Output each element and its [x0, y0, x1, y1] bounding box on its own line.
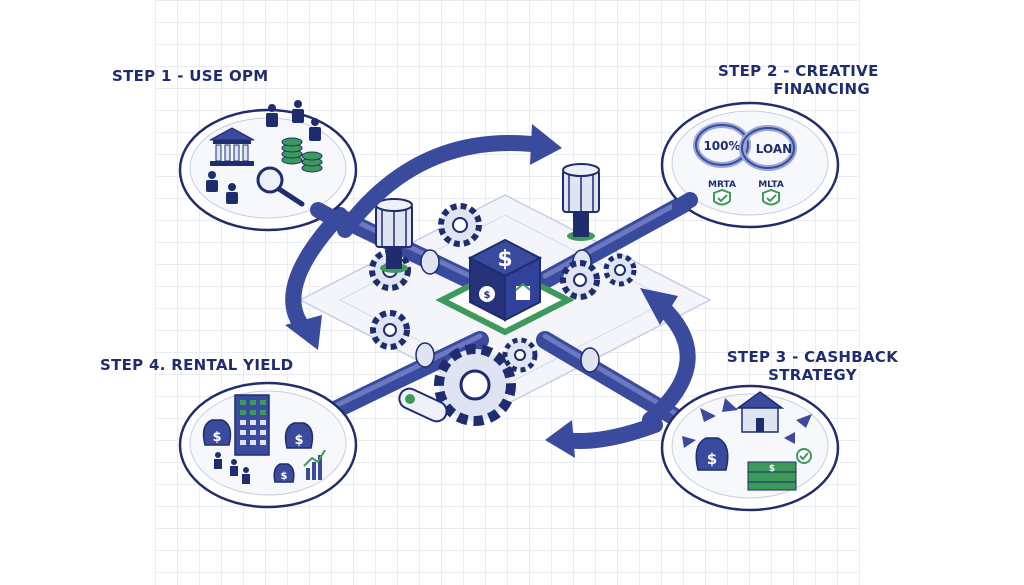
- gear-icon: [560, 260, 600, 300]
- dollar-cube-icon: $ $: [435, 238, 575, 336]
- ring-right-label: LOAN: [756, 142, 792, 156]
- building-icon: [234, 394, 270, 456]
- svg-text:$: $: [769, 464, 775, 474]
- badge-left-label: MRTA: [708, 180, 736, 190]
- coin-stack-icon: [281, 137, 323, 173]
- pipe-joints: [415, 249, 600, 373]
- flow-arrow-left: [285, 207, 348, 350]
- flow-arrow-top: [337, 124, 562, 238]
- svg-text:$: $: [294, 433, 303, 448]
- person-icon: [206, 100, 321, 204]
- capsule-icon: [398, 387, 448, 423]
- step3-title-line1: STEP 3 - CASHBACK: [726, 348, 899, 366]
- dollar-bill-icon: $: [747, 461, 797, 491]
- money-bag-icon: $: [202, 419, 232, 446]
- inflow-arrows: [682, 398, 812, 448]
- step1-title: STEP 1 - USE OPM: [112, 67, 269, 85]
- badge-right-label: MLTA: [758, 180, 784, 190]
- flow-arrow-bottom: [545, 417, 663, 458]
- ring-100-percent: 100%: [693, 122, 751, 168]
- flow-arrow-right: [640, 288, 696, 428]
- money-bag-icon: $: [284, 422, 314, 449]
- step4-title: STEP 4. RENTAL YIELD: [100, 356, 294, 374]
- step2-title: STEP 2 - CREATIVE FINANCING: [718, 62, 878, 98]
- check-shield-icon: [762, 188, 780, 206]
- step2-title-line2: FINANCING: [773, 80, 870, 98]
- svg-text:$: $: [212, 430, 221, 445]
- svg-text:$: $: [484, 290, 491, 301]
- magnifier-icon: [256, 166, 305, 207]
- person-icon: [214, 452, 250, 484]
- ring-left-label: 100%: [703, 139, 740, 153]
- gear-icon: [434, 344, 516, 426]
- gear-icon: [370, 310, 410, 350]
- step2-title-line1: STEP 2 - CREATIVE: [718, 62, 879, 80]
- gear-icon: [438, 203, 482, 247]
- money-bag-icon: $: [695, 437, 729, 471]
- bar-chart-icon: [303, 449, 326, 480]
- check-shield-icon: [796, 448, 812, 464]
- pipe-end-step1: [310, 202, 348, 230]
- step2-disc: 100% LOAN MRTA MLTA: [660, 101, 840, 229]
- house-icon: [735, 391, 785, 433]
- bank-icon: [209, 127, 255, 166]
- step3-disc: $ $: [660, 384, 840, 512]
- gear-icon: [603, 253, 637, 287]
- gear-icon: [502, 337, 538, 373]
- pipe-end-step2: [672, 192, 698, 214]
- dollar-symbol-top: $: [497, 247, 512, 272]
- svg-text:$: $: [281, 471, 288, 482]
- step1-disc: [178, 100, 358, 232]
- piston-left: [375, 198, 413, 273]
- step3-title: STEP 3 - CASHBACK STRATEGY: [720, 348, 905, 384]
- ring-loan: LOAN: [739, 125, 797, 171]
- svg-text:$: $: [707, 450, 717, 468]
- step3-title-line2: STRATEGY: [768, 366, 857, 384]
- step4-disc: $ $ $: [178, 381, 358, 509]
- check-shield-icon: [713, 188, 731, 206]
- money-bag-icon: $: [273, 463, 295, 483]
- piston-right: [562, 163, 600, 241]
